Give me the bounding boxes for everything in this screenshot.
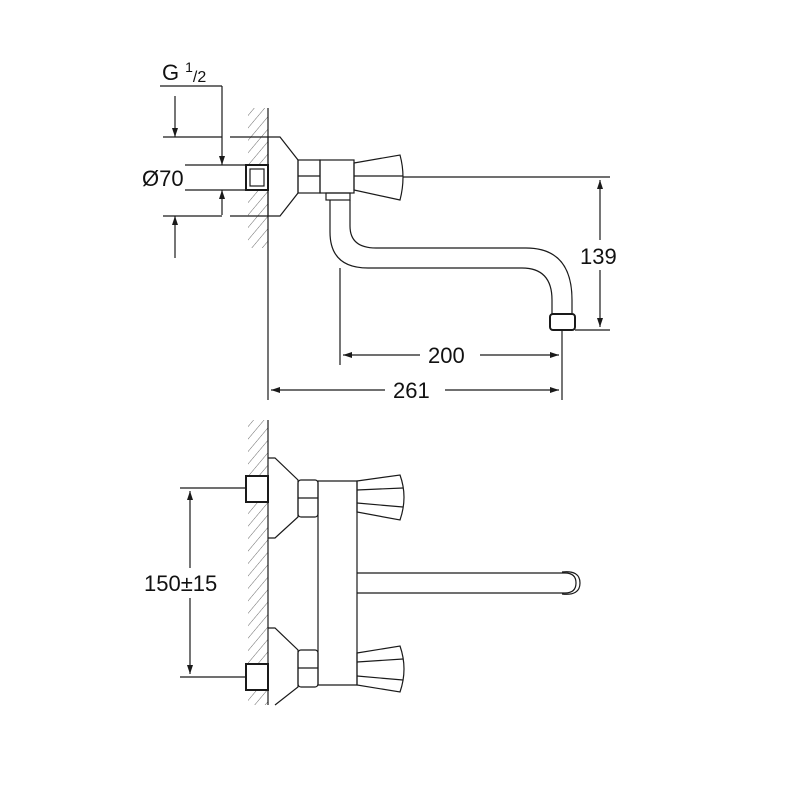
handle-line xyxy=(356,502,404,508)
label-bg xyxy=(140,568,240,598)
wall-hatching xyxy=(248,420,268,705)
total-depth-label: 261 xyxy=(393,378,430,403)
spout-reach-label: 200 xyxy=(428,343,465,368)
top-view: 150±15 xyxy=(140,420,581,706)
rosette-upper xyxy=(268,457,299,539)
spout-nozzle xyxy=(549,313,576,331)
spout-height-label: 139 xyxy=(580,244,617,269)
valve-body xyxy=(317,480,358,686)
wall-stud-lower xyxy=(245,663,269,691)
handle-line xyxy=(356,487,404,491)
stud-inner xyxy=(249,168,265,187)
label-bg xyxy=(578,240,624,270)
wall-stud-upper xyxy=(245,475,269,503)
spout-connector xyxy=(325,192,351,201)
spout-outer xyxy=(329,200,553,314)
spout-nozzle xyxy=(561,571,581,595)
valve-body xyxy=(319,159,355,194)
handle-upper xyxy=(356,474,405,521)
spout-inner xyxy=(349,200,573,314)
handle-lower xyxy=(356,645,405,693)
rosette-lower xyxy=(268,627,299,706)
handle-line xyxy=(356,675,404,681)
rosette xyxy=(267,136,299,217)
handle xyxy=(353,154,404,201)
label-bg xyxy=(385,377,445,403)
rosette-diameter-label: Ø70 xyxy=(142,166,184,191)
spout xyxy=(357,572,577,594)
label-bg xyxy=(420,342,480,368)
handle-line xyxy=(356,658,404,663)
centre-distance-label: 150±15 xyxy=(144,571,217,596)
